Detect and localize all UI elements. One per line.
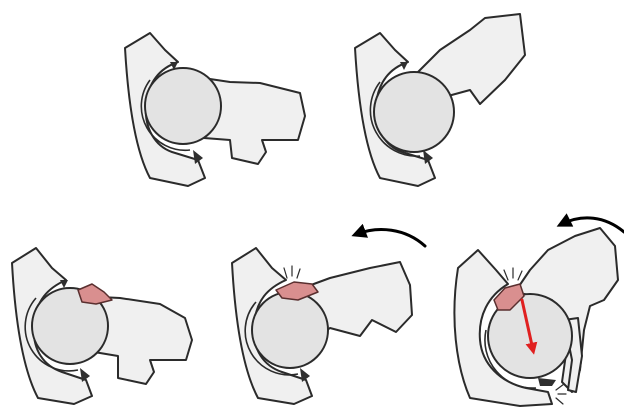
- rotation-arrow: [357, 230, 425, 246]
- labrum-torn: [538, 378, 556, 386]
- panel-cam-impingement: [232, 230, 425, 404]
- labrum-upper: [400, 62, 408, 70]
- femoral-head: [252, 292, 328, 368]
- femoral-head: [145, 68, 221, 144]
- panel-neutral-position: [125, 33, 305, 186]
- labrum-upper: [60, 280, 68, 288]
- panel-cam-leverage-subluxation: [454, 218, 624, 406]
- panel-flexed-position: [355, 14, 525, 186]
- femoral-head: [374, 72, 454, 152]
- impact-marks-upper: [504, 268, 522, 280]
- cam-lesion: [78, 284, 112, 304]
- impact-marks: [284, 266, 300, 278]
- impact-marks-lower: [556, 384, 566, 404]
- panel-cam-lesion-neutral: [12, 248, 192, 404]
